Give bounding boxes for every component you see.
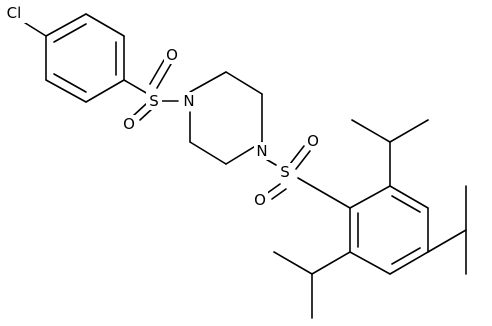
bond-ipr-bottom-stem	[311, 251, 351, 275]
bond-cl-c	[21, 20, 47, 37]
bond-ipr-top-left	[351, 119, 391, 143]
bond-ring2-a	[349, 185, 391, 209]
bond-s1-o-up	[149, 59, 165, 85]
bond-ipr-right-stem	[427, 229, 467, 253]
atom-label-s1: S	[149, 92, 159, 110]
bond-s1-o-up-2	[156, 63, 172, 89]
bond-ring1-e	[45, 79, 87, 103]
bond-s2-o-up	[289, 145, 305, 165]
bond-ring1-inner-3	[53, 73, 87, 93]
atom-label-o2b: O	[254, 191, 266, 209]
atom-label-n1: N	[183, 92, 194, 110]
bond-ring1-d	[85, 79, 125, 103]
bond-s2-o-down-2	[271, 188, 287, 200]
atom-label-cl: Cl	[7, 4, 22, 22]
atom-label-s2: S	[280, 163, 290, 181]
bond-s2-aryl	[297, 177, 351, 209]
bond-s1-o-down	[132, 103, 147, 117]
atom-label-n2: N	[256, 142, 267, 160]
bond-ring1-inner-1	[53, 23, 87, 43]
bond-pip-b	[225, 71, 263, 95]
bond-s2-o-down	[265, 183, 281, 195]
bond-c-s1	[123, 79, 149, 95]
atom-label-o1a: O	[166, 46, 178, 64]
bond-ring2-b	[389, 185, 429, 209]
bond-ipr-top-right	[389, 119, 429, 143]
bond-ring2-e	[349, 251, 391, 275]
bond-ring1-b	[85, 13, 125, 37]
bond-ipr-bottom-left	[273, 251, 313, 275]
bond-pip-a	[189, 71, 227, 93]
bond-ring1-a	[45, 13, 87, 37]
atom-label-o1b: O	[123, 115, 135, 133]
bond-pip-e	[189, 141, 227, 165]
bond-ring2-inner-1	[391, 195, 421, 213]
bond-ring2-inner-2	[391, 247, 421, 265]
bond-s2-o-up-2	[295, 150, 311, 170]
bond-ring2-d	[389, 251, 429, 275]
atom-label-o2a: O	[307, 132, 319, 150]
